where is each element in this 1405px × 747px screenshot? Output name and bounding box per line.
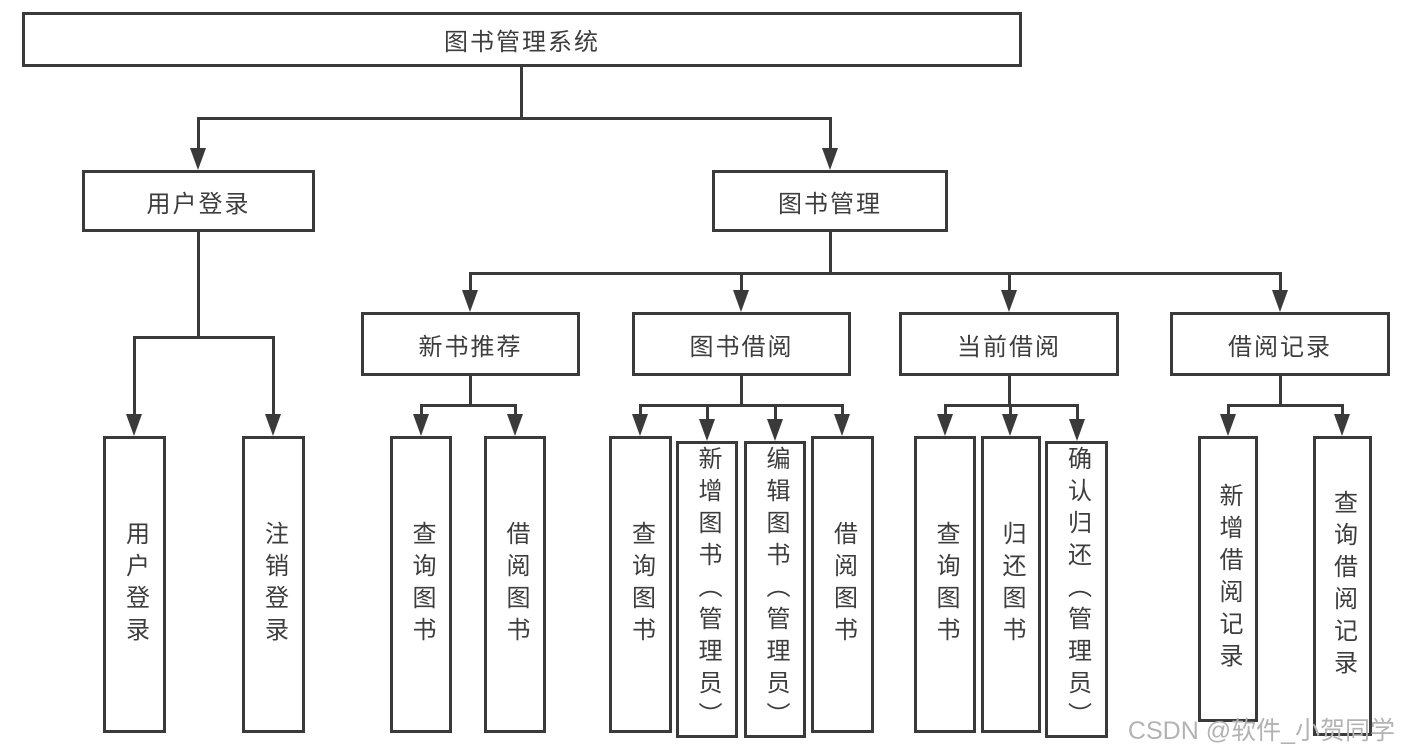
connector-line bbox=[513, 404, 517, 418]
node-label: 新增图书（管理员） bbox=[694, 445, 721, 734]
node-label: 注销登录 bbox=[260, 520, 288, 649]
connector-line bbox=[1075, 404, 1079, 424]
node-book-management: 图书管理 bbox=[712, 170, 948, 232]
node-book-borrowing: 图书借阅 bbox=[632, 312, 851, 376]
arrow-down-icon bbox=[190, 148, 206, 170]
leaf-query-books-recommend: 查询图书 bbox=[390, 436, 452, 733]
connector-line bbox=[420, 403, 516, 407]
arrow-down-icon bbox=[767, 419, 783, 441]
arrow-down-icon bbox=[834, 414, 850, 436]
connector-line bbox=[944, 403, 1078, 407]
arrow-down-icon bbox=[507, 414, 523, 436]
connector-line bbox=[1007, 272, 1011, 294]
node-label: 图书借阅 bbox=[689, 333, 794, 361]
watermark: CSDN @软件_小贺同学 bbox=[1127, 717, 1395, 745]
arrow-down-icon bbox=[1220, 414, 1236, 436]
leaf-return-books: 归还图书 bbox=[981, 436, 1041, 733]
node-label: 查询图书 bbox=[408, 520, 435, 649]
leaf-edit-books-admin: 编辑图书（管理员） bbox=[744, 441, 806, 738]
leaf-query-books-borrowing: 查询图书 bbox=[609, 436, 672, 733]
node-label: 归还图书 bbox=[998, 520, 1025, 649]
connector-line bbox=[840, 404, 844, 418]
node-label: 查询图书 bbox=[932, 520, 959, 649]
arrow-down-icon bbox=[822, 148, 838, 170]
arrow-down-icon bbox=[462, 290, 478, 312]
node-label: 查询图书 bbox=[627, 520, 655, 649]
arrow-down-icon bbox=[1334, 414, 1350, 436]
node-label: 编辑图书（管理员） bbox=[762, 445, 789, 734]
node-label: 借阅图书 bbox=[829, 520, 857, 649]
node-label: 新书推荐 bbox=[418, 333, 523, 361]
node-label: 当前借阅 bbox=[957, 333, 1061, 361]
arrow-down-icon bbox=[699, 419, 715, 441]
connector-line bbox=[468, 376, 472, 406]
leaf-query-books-current: 查询图书 bbox=[914, 436, 976, 733]
arrow-down-icon bbox=[413, 414, 429, 436]
connector-line bbox=[197, 116, 832, 120]
arrow-down-icon bbox=[1069, 419, 1085, 441]
connector-line bbox=[196, 232, 200, 338]
connector-line bbox=[739, 376, 743, 406]
connector-line bbox=[943, 404, 947, 418]
connector-line bbox=[196, 117, 200, 150]
connector-line bbox=[828, 232, 832, 274]
node-current-borrowing: 当前借阅 bbox=[899, 312, 1119, 376]
node-label: 借阅图书 bbox=[502, 520, 529, 649]
connector-line bbox=[1008, 404, 1012, 418]
arrow-down-icon bbox=[937, 414, 953, 436]
connector-line bbox=[739, 272, 743, 294]
node-label: 图书管理 bbox=[778, 190, 882, 218]
arrow-down-icon bbox=[1272, 290, 1288, 312]
connector-line bbox=[468, 272, 472, 294]
leaf-confirm-return-admin: 确认归还（管理员） bbox=[1045, 441, 1108, 738]
connector-line bbox=[639, 403, 843, 407]
node-library-management-system: 图书管理系统 bbox=[22, 12, 1022, 67]
connector-line bbox=[1227, 403, 1343, 407]
node-new-book-recommend: 新书推荐 bbox=[361, 312, 580, 376]
node-user-login: 用户登录 bbox=[82, 170, 315, 232]
connector-line bbox=[1278, 272, 1282, 294]
arrow-down-icon bbox=[1002, 414, 1018, 436]
node-label: 查询借阅记录 bbox=[1329, 490, 1357, 682]
arrow-down-icon bbox=[733, 290, 749, 312]
connector-line bbox=[132, 336, 136, 418]
node-label: 图书管理系统 bbox=[444, 29, 600, 56]
leaf-add-borrow-record: 新增借阅记录 bbox=[1198, 436, 1258, 722]
leaf-logout-login: 注销登录 bbox=[242, 436, 305, 733]
node-borrowing-records: 借阅记录 bbox=[1170, 312, 1390, 376]
arrow-down-icon bbox=[632, 414, 648, 436]
arrow-down-icon bbox=[126, 414, 142, 436]
leaf-user-login: 用户登录 bbox=[103, 436, 166, 733]
connector-line bbox=[705, 404, 709, 424]
leaf-add-books-admin: 新增图书（管理员） bbox=[676, 441, 738, 738]
leaf-borrow-books-recommend: 借阅图书 bbox=[484, 436, 546, 733]
arrow-down-icon bbox=[265, 414, 281, 436]
node-label: 借阅记录 bbox=[1228, 333, 1332, 361]
connector-line bbox=[519, 67, 523, 118]
node-label: 新增借阅记录 bbox=[1215, 483, 1242, 675]
connector-line bbox=[419, 404, 423, 418]
connector-line bbox=[773, 404, 777, 424]
leaf-query-borrow-record: 查询借阅记录 bbox=[1313, 436, 1372, 736]
arrow-down-icon bbox=[1001, 290, 1017, 312]
connector-line bbox=[1007, 376, 1011, 406]
connector-line bbox=[1226, 404, 1230, 418]
connector-line bbox=[638, 404, 642, 418]
node-label: 用户登录 bbox=[146, 190, 251, 218]
node-label: 用户登录 bbox=[121, 520, 149, 649]
connector-line bbox=[271, 336, 275, 418]
connector-line bbox=[1278, 376, 1282, 406]
connector-line bbox=[1340, 404, 1344, 418]
node-label: 确认归还（管理员） bbox=[1063, 445, 1091, 734]
connector-line bbox=[469, 271, 1281, 275]
leaf-borrow-books: 借阅图书 bbox=[811, 436, 874, 733]
connector-line bbox=[133, 335, 274, 339]
connector-line bbox=[828, 117, 832, 150]
